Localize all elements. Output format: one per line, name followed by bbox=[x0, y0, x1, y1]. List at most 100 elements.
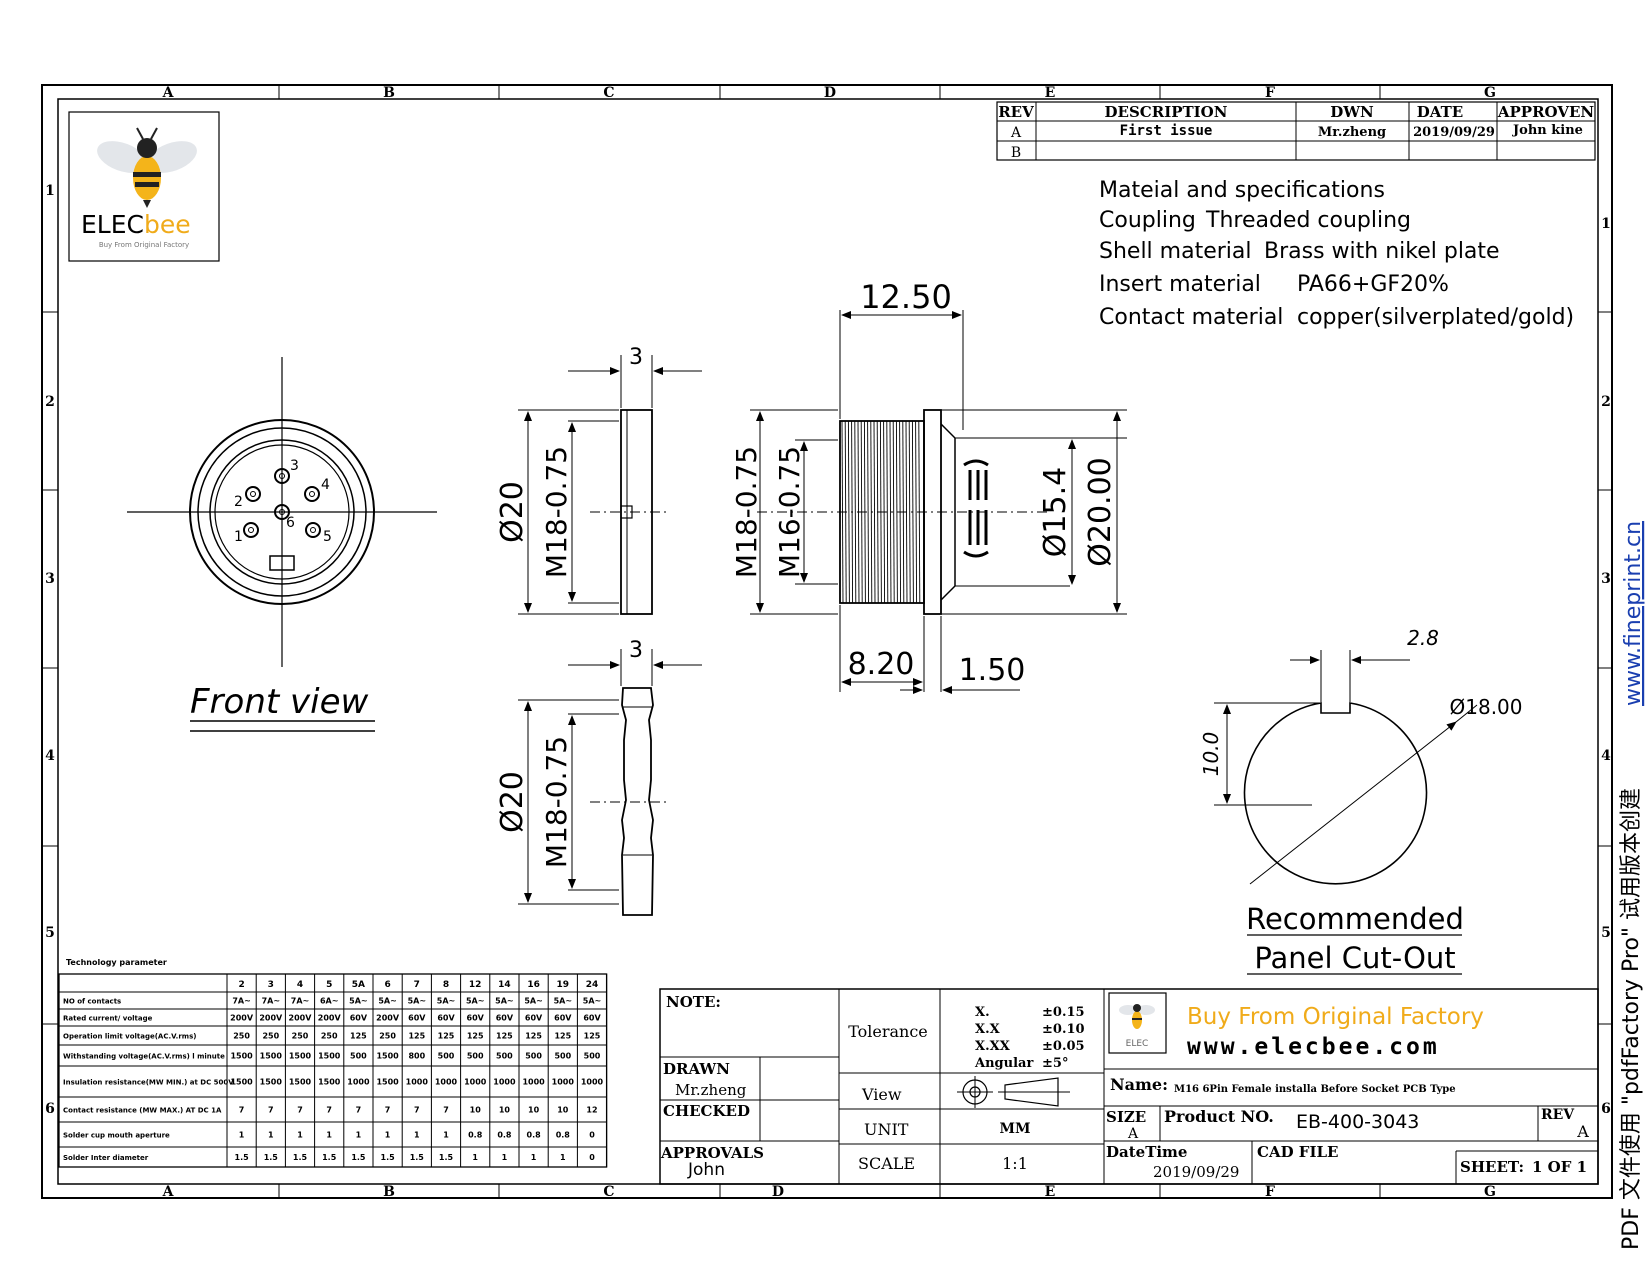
tech-cell: 1 bbox=[239, 1131, 245, 1140]
zone-letter-top: C bbox=[603, 85, 614, 101]
tech-table-title: Technology parameter bbox=[66, 958, 167, 967]
tech-cell: 1000 bbox=[581, 1078, 604, 1087]
scale-value: 1:1 bbox=[1002, 1154, 1028, 1173]
spec-label: Contact material bbox=[1099, 305, 1283, 330]
spec-value: copper(silverplated/gold) bbox=[1297, 305, 1574, 330]
thread-line bbox=[915, 420, 918, 604]
view-label: View bbox=[861, 1085, 902, 1104]
tech-cell: 125 bbox=[584, 1032, 601, 1041]
tech-cell: 60V bbox=[437, 1014, 455, 1023]
tech-cell: 7A~ bbox=[262, 997, 280, 1006]
tech-cell: 60V bbox=[554, 1014, 572, 1023]
tolerance-value: ±0.10 bbox=[1042, 1022, 1085, 1037]
tech-cell: 5A~ bbox=[554, 997, 572, 1006]
pcb-pins bbox=[963, 459, 989, 558]
tech-cell: 7 bbox=[443, 1106, 449, 1115]
tech-cell: 500 bbox=[350, 1052, 367, 1061]
tech-cell: 7 bbox=[385, 1106, 391, 1115]
tech-cell: 1.5 bbox=[381, 1153, 396, 1162]
thread-line bbox=[889, 420, 892, 604]
spec-label: Insert material bbox=[1099, 272, 1261, 297]
zone-number-left: 4 bbox=[45, 748, 55, 764]
tech-column-header: 3 bbox=[268, 980, 274, 990]
tech-cell: 1 bbox=[502, 1153, 508, 1162]
tech-row-label: Withstanding voltage(AC.V.rms) l minute bbox=[63, 1053, 225, 1061]
tech-cell: 5A~ bbox=[349, 997, 367, 1006]
tech-cell: 1 bbox=[443, 1131, 449, 1140]
tech-cell: 1000 bbox=[347, 1078, 370, 1087]
watermark-text: PDF 文件使用 "pdfFactory Pro" 试用版本创建 bbox=[1619, 788, 1644, 1250]
tech-column-header: 12 bbox=[469, 980, 482, 990]
connector-side-view: 12.50 M18-0.75 M16-0.75 Ø15.4 Ø20.00 8.2… bbox=[730, 278, 1127, 694]
tech-cell: 60V bbox=[496, 1014, 514, 1023]
product-no-value: EB-400-3043 bbox=[1296, 1111, 1419, 1133]
rev-cell: Mr.zheng bbox=[1318, 125, 1386, 140]
dim-body-dia-outer: Ø20.00 bbox=[1083, 457, 1118, 567]
tech-cell: 1500 bbox=[318, 1052, 341, 1061]
tech-cell: 250 bbox=[233, 1032, 250, 1041]
zone-number-left: 6 bbox=[45, 1101, 55, 1117]
pin-label: 3 bbox=[290, 458, 299, 474]
title-block: NOTE: DRAWN Mr.zheng CHECKED APPROVALS J… bbox=[659, 988, 1599, 1185]
tech-cell: 0 bbox=[589, 1153, 595, 1162]
tech-cell: 60V bbox=[467, 1014, 485, 1023]
tech-cell: 1 bbox=[472, 1153, 478, 1162]
tech-cell: 1 bbox=[326, 1131, 332, 1140]
website: www.elecbee.com bbox=[1187, 1034, 1440, 1060]
zone-number-left: 5 bbox=[45, 925, 55, 941]
rev-cell: A bbox=[1010, 125, 1022, 141]
logo-brand-suffix: bee bbox=[144, 210, 191, 239]
pin-label: 6 bbox=[286, 515, 295, 531]
tech-cell: 500 bbox=[525, 1052, 542, 1061]
zone-number-left: 2 bbox=[45, 394, 55, 410]
tech-row-label: Operation limit voltage(AC.V.rms) bbox=[63, 1033, 196, 1041]
tech-cell: 500 bbox=[554, 1052, 571, 1061]
zone-letter-bottom: C bbox=[603, 1184, 614, 1200]
dim-body-thread-inner: M16-0.75 bbox=[773, 446, 806, 578]
tech-cell: 1500 bbox=[289, 1052, 312, 1061]
tech-cell: 0 bbox=[589, 1131, 595, 1140]
thread-line bbox=[908, 420, 911, 604]
tech-column-header: 8 bbox=[443, 980, 449, 990]
dim-thread-length: 8.20 bbox=[848, 647, 915, 682]
zone-number-right: 4 bbox=[1601, 748, 1611, 764]
tech-column-header: 4 bbox=[297, 980, 303, 990]
unit-label: UNIT bbox=[864, 1120, 909, 1139]
tech-cell: 5A~ bbox=[408, 997, 426, 1006]
revision-table: REV DESCRIPTION DWN DATE APPROVEN A Firs… bbox=[996, 101, 1596, 161]
tech-cell: 200V bbox=[230, 1014, 254, 1023]
tech-row-label: Solder Inter diameter bbox=[63, 1154, 149, 1162]
tech-column-header: 19 bbox=[557, 980, 570, 990]
tech-cell: 500 bbox=[438, 1052, 455, 1061]
specifications: Mateial and specifications Coupling Thre… bbox=[1099, 178, 1574, 330]
product-name: M16 6Pin Female installa Before Socket P… bbox=[1174, 1084, 1456, 1095]
tech-cell: 10 bbox=[499, 1106, 511, 1115]
zone-letter-top: A bbox=[162, 85, 175, 101]
watermark-link[interactable]: www.fineprint.cn bbox=[1621, 521, 1646, 706]
tech-cell: 60V bbox=[583, 1014, 601, 1023]
tolerance-value: ±5° bbox=[1042, 1056, 1068, 1071]
tech-column-header: 24 bbox=[586, 980, 599, 990]
zone-letter-bottom: B bbox=[383, 1184, 395, 1200]
tech-cell: 1.5 bbox=[351, 1153, 366, 1162]
tech-cell: 5A~ bbox=[466, 997, 484, 1006]
tech-cell: 7A~ bbox=[291, 997, 309, 1006]
elecbee-logo: ELEC bee Buy From Original Factory bbox=[68, 111, 220, 262]
rev-header: DWN bbox=[1330, 103, 1374, 121]
projection-symbol-icon bbox=[957, 1076, 1070, 1108]
thread-line bbox=[895, 420, 898, 604]
tech-cell: 125 bbox=[467, 1032, 484, 1041]
dim-nut-diameter: Ø20 bbox=[495, 481, 530, 543]
dim-nut-width: 3 bbox=[629, 638, 643, 663]
cad-file-label: CAD FILE bbox=[1257, 1143, 1338, 1161]
tech-cell: 7 bbox=[356, 1106, 362, 1115]
tech-cell: 125 bbox=[525, 1032, 542, 1041]
scale-label: SCALE bbox=[858, 1154, 915, 1173]
zone-letter-bottom: G bbox=[1484, 1184, 1496, 1200]
tech-cell: 7 bbox=[414, 1106, 420, 1115]
dim-cutout-diameter: Ø18.00 bbox=[1450, 695, 1523, 719]
zone-letter-top: G bbox=[1484, 85, 1496, 101]
spec-value: Brass with nikel plate bbox=[1264, 239, 1500, 264]
rev-header: APPROVEN bbox=[1497, 103, 1595, 121]
tech-cell: 6A~ bbox=[320, 997, 338, 1006]
